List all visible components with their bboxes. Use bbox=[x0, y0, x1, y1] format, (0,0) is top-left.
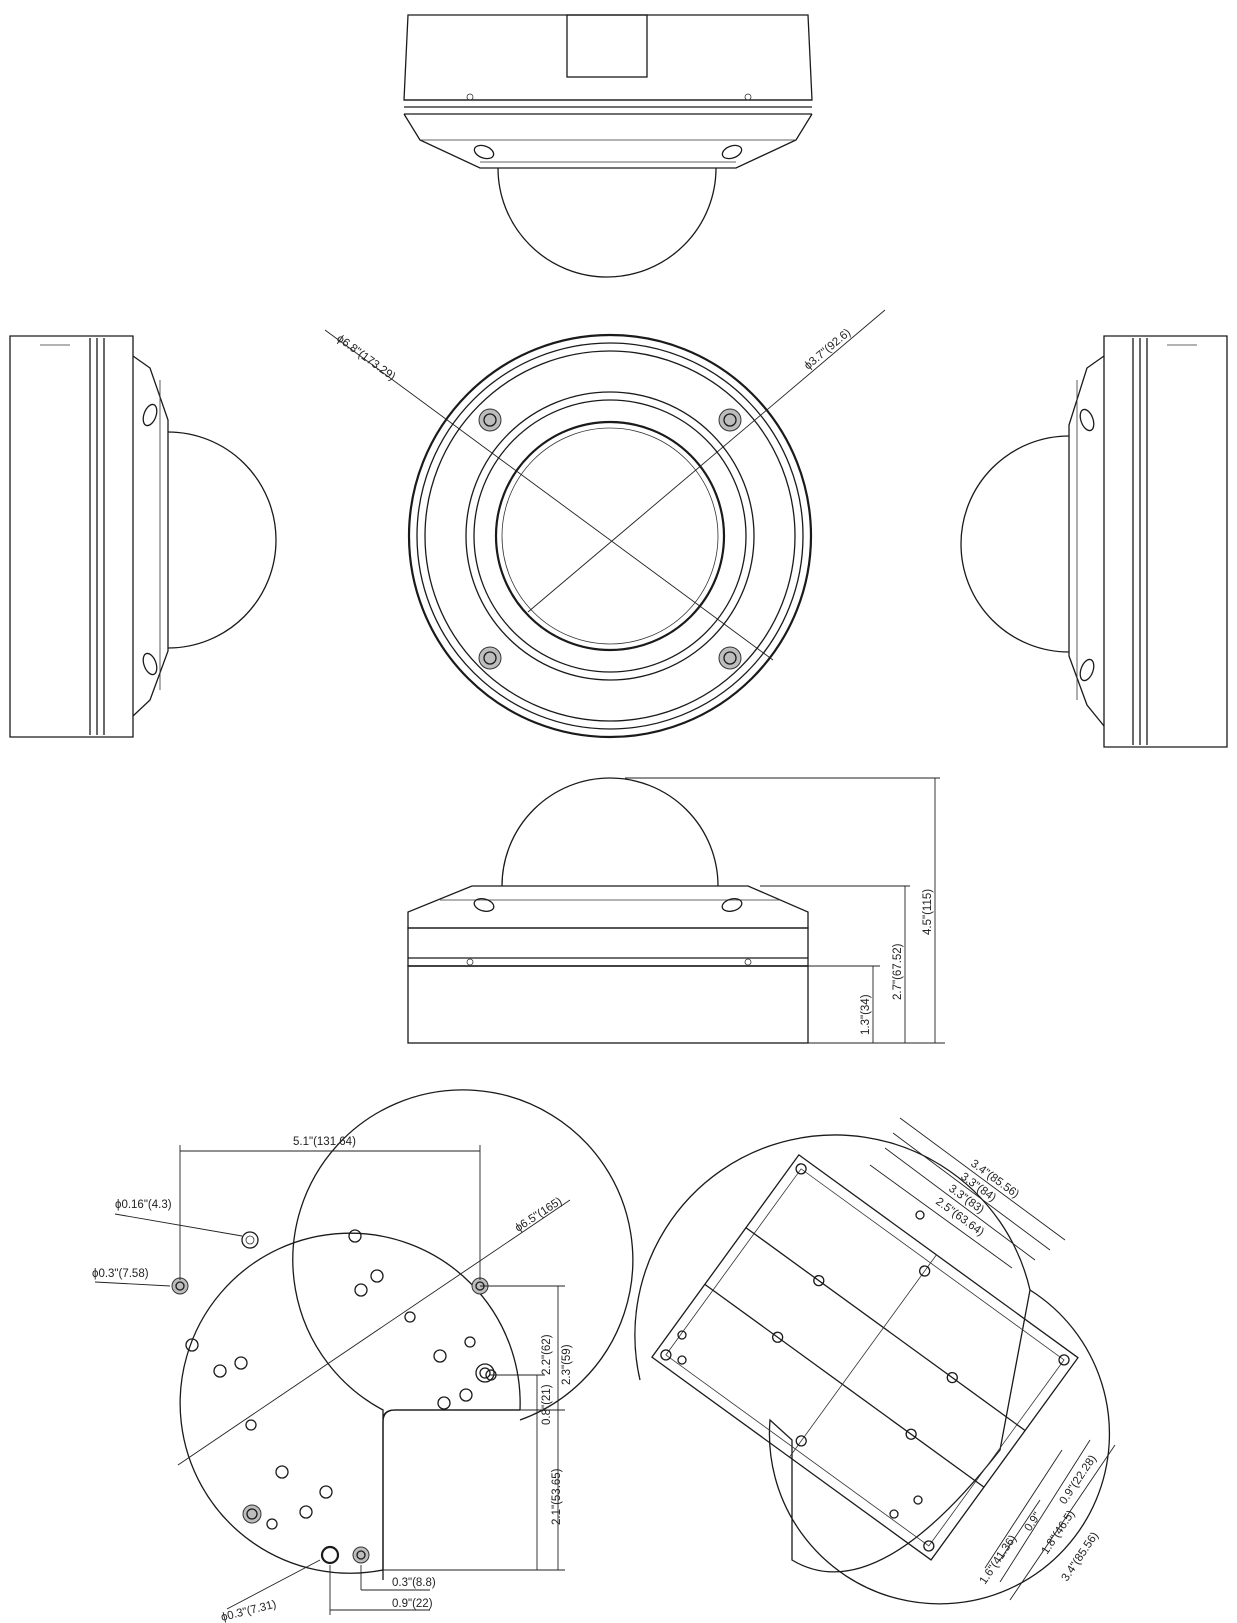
base-height-label: 1.3"(34) bbox=[860, 994, 872, 1035]
bracket-box-view: 3.4"(85.56) 3.3"(84) 3.3"(83) 2.5"(63.64… bbox=[634, 1117, 1116, 1605]
v-2-3-label: 2.3"(59) bbox=[561, 1344, 573, 1385]
v-0-8-label: 0.8"(21) bbox=[541, 1384, 553, 1425]
inner-dia-label: ϕ3.7"(92.6) bbox=[802, 327, 853, 373]
v-2-2-label: 2.2"(62) bbox=[541, 1334, 553, 1375]
total-height-label: 4.5"(115) bbox=[922, 889, 934, 935]
outer-dia-label: ϕ6.8"(173.29) bbox=[334, 333, 397, 384]
box-e4-label: 1.6"(41.36) bbox=[978, 1533, 1020, 1587]
right-side-view bbox=[960, 335, 1228, 748]
left-side-view bbox=[9, 335, 277, 738]
bottom-hole-label: ϕ0.3"(7.31) bbox=[220, 1599, 278, 1623]
h-0-9-label: 0.9"(22) bbox=[392, 1598, 433, 1610]
h-0-3-label: 0.3"(8.8) bbox=[392, 1577, 436, 1589]
small-hole-label: ϕ0.16"(4.3) bbox=[115, 1199, 172, 1211]
side-view: 4.5"(115) 2.7"(67.52) 1.3"(34) bbox=[407, 777, 945, 1044]
bracket-view: 5.1"(131.64) ϕ0.16"(4.3) ϕ0.3"(7.58) ϕ6.… bbox=[92, 1089, 634, 1623]
box-e3-label: 3.4"(85.56) bbox=[1060, 1530, 1102, 1584]
face-view: ϕ6.8"(173.29) ϕ3.7"(92.6) bbox=[324, 309, 886, 739]
mid-hole-label: ϕ0.3"(7.58) bbox=[92, 1268, 149, 1280]
plate-dia-label: ϕ6.5"(165) bbox=[513, 1195, 564, 1234]
bracket-width-label: 5.1"(131.64) bbox=[293, 1136, 356, 1148]
v-2-1-label: 2.1"(53.65) bbox=[551, 1468, 563, 1525]
box-e2-label: 1.8"(46.5) bbox=[1040, 1508, 1078, 1556]
top-view bbox=[403, 14, 813, 278]
screw-holes bbox=[478, 408, 742, 670]
base-to-dome-label: 2.7"(67.52) bbox=[892, 943, 904, 1000]
box-e5-label: 0.9" bbox=[1023, 1510, 1044, 1533]
